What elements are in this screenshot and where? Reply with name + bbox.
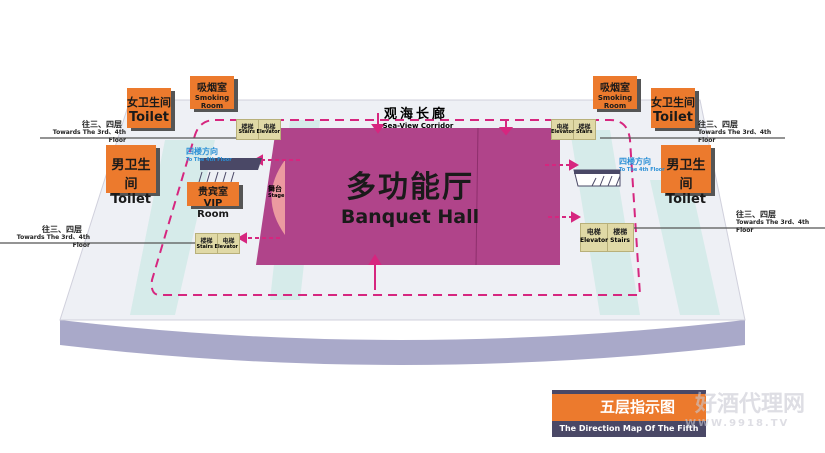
stairs-icon-right xyxy=(573,169,621,187)
floor-front-edge xyxy=(60,320,745,365)
elevator-stairs-bottom-right[interactable]: 电梯楼梯 xyxy=(580,223,634,252)
corridor-label-cn: 观海长廊 xyxy=(383,107,448,122)
banquet-hall-en: Banquet Hall xyxy=(340,206,480,228)
stairs-elevator-top-left[interactable]: 楼梯电梯 xyxy=(236,119,281,140)
watermark: 好酒代理网 WWW.9918.TV xyxy=(685,392,806,429)
stage-area xyxy=(271,160,285,235)
elevator-stairs-top-right[interactable]: 电梯楼梯 xyxy=(551,119,596,140)
corridor-label-en: Sea-View Corridor xyxy=(382,122,454,130)
banquet-hall-cn: 多功能厅 xyxy=(346,170,474,205)
banquet-hall[interactable]: 多功能厅 Banquet Hall xyxy=(300,162,520,228)
stairs-icon-left xyxy=(198,158,262,183)
banquet-hall-area xyxy=(256,128,560,265)
stairs-elevator-bottom-left[interactable]: 楼梯电梯 xyxy=(195,233,240,254)
route-path xyxy=(150,119,642,296)
map-title: 五层指示图 The Direction Map Of The Fifth Flo… xyxy=(552,390,706,449)
